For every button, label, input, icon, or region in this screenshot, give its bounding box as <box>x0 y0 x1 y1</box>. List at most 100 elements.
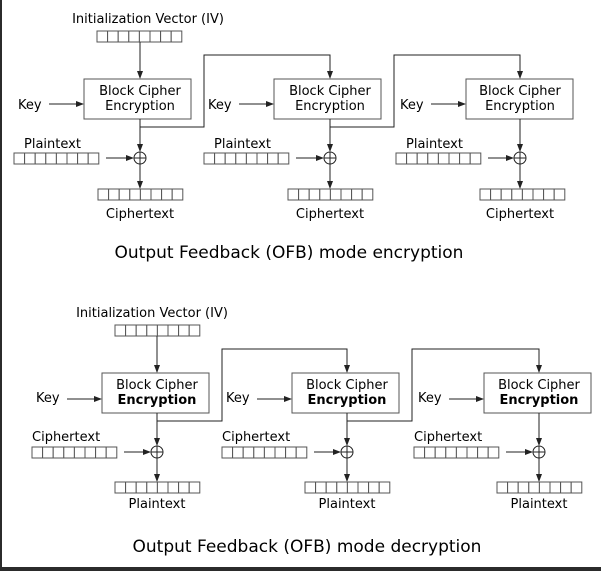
data-block-cell <box>160 30 172 43</box>
data-block-cell <box>167 481 180 494</box>
data-block-cell <box>256 152 269 165</box>
data-block-cell <box>319 188 331 201</box>
data-block-cell <box>55 152 68 165</box>
encryption-xor-2 <box>323 151 337 165</box>
data-block-cell <box>97 188 110 201</box>
decryption-xor-1 <box>150 445 164 459</box>
data-block-cell <box>378 481 391 494</box>
data-block-cell <box>84 446 97 459</box>
decryption-cipher-box-2 <box>291 372 400 414</box>
data-block-cell <box>549 481 562 494</box>
data-block-cell <box>24 152 36 165</box>
data-block-cell <box>346 481 359 494</box>
data-block-cell <box>45 152 57 165</box>
encryption-xor-1 <box>133 151 147 165</box>
data-block-cell <box>167 324 180 337</box>
encryption-output-block-3 <box>479 188 566 201</box>
encryption-input-block-1 <box>13 152 100 165</box>
data-block-cell <box>188 481 201 494</box>
data-block-cell <box>496 481 509 494</box>
data-block-cell <box>161 188 173 201</box>
decryption-feedback-line-1 <box>157 348 350 422</box>
data-block-cell <box>448 152 461 165</box>
data-block-cell <box>521 188 534 201</box>
encryption-input-label-3: Plaintext <box>406 137 463 152</box>
data-block-cell <box>114 324 127 337</box>
encryption-feedback-line-1 <box>140 54 333 128</box>
data-block-cell <box>308 188 321 201</box>
data-block-cell <box>277 152 290 165</box>
data-block-cell <box>150 188 163 201</box>
data-block-cell <box>118 188 131 201</box>
decryption-xor-2 <box>340 445 354 459</box>
data-block-cell <box>336 481 348 494</box>
data-block-cell <box>178 481 190 494</box>
encryption-output-block-1 <box>97 188 184 201</box>
encryption-output-block-2 <box>287 188 374 201</box>
data-block-cell <box>351 188 363 201</box>
data-block-cell <box>477 446 489 459</box>
decryption-output-label-2: Plaintext <box>319 497 376 512</box>
frame-left-edge <box>0 0 2 571</box>
data-block-cell <box>543 188 555 201</box>
data-block-cell <box>125 324 137 337</box>
data-block-cell <box>135 481 148 494</box>
decryption-input-block-3 <box>413 446 500 459</box>
data-block-cell <box>96 30 109 43</box>
encryption-input-label-2: Plaintext <box>214 137 271 152</box>
data-block-cell <box>570 481 583 494</box>
data-block-cell <box>479 188 492 201</box>
data-block-cell <box>267 152 279 165</box>
data-block-cell <box>235 152 247 165</box>
encryption-iv-block <box>96 30 183 43</box>
encryption-key-label-2: Key <box>208 98 232 113</box>
encryption-cipher-mode-3: Encryption <box>485 99 555 114</box>
data-block-cell <box>357 481 370 494</box>
data-block-cell <box>170 30 183 43</box>
data-block-cell <box>31 446 44 459</box>
data-block-cell <box>214 152 226 165</box>
data-block-cell <box>242 446 255 459</box>
encryption-key-label-1: Key <box>18 98 42 113</box>
data-block-cell <box>434 446 447 459</box>
decryption-input-label-2: Ciphertext <box>222 430 290 445</box>
data-block-cell <box>232 446 244 459</box>
data-block-cell <box>125 481 137 494</box>
decryption-xor-3 <box>532 445 546 459</box>
data-block-cell <box>171 188 184 201</box>
data-block-cell <box>139 188 152 201</box>
encryption-cipher-box-3 <box>465 78 574 120</box>
encryption-input-label-1: Plaintext <box>24 137 81 152</box>
data-block-cell <box>445 446 457 459</box>
data-block-cell <box>507 481 519 494</box>
data-block-cell <box>406 152 418 165</box>
data-block-cell <box>304 481 317 494</box>
encryption-cipher-label-2: Block Cipher <box>289 84 371 99</box>
data-block-cell <box>146 481 158 494</box>
data-block-cell <box>156 481 169 494</box>
encryption-output-label-3: Ciphertext <box>486 207 554 222</box>
data-block-cell <box>455 446 468 459</box>
data-block-cell <box>459 152 471 165</box>
data-block-cell <box>416 152 429 165</box>
data-block-cell <box>287 188 300 201</box>
data-block-cell <box>413 446 426 459</box>
encryption-cipher-mode-1: Encryption <box>105 99 175 114</box>
data-block-cell <box>52 446 65 459</box>
decryption-key-label-2: Key <box>226 391 250 406</box>
data-block-cell <box>178 324 190 337</box>
data-block-cell <box>329 188 342 201</box>
decryption-key-label-3: Key <box>418 391 442 406</box>
data-block-cell <box>424 446 436 459</box>
data-block-cell <box>560 481 572 494</box>
data-block-cell <box>437 152 450 165</box>
data-block-cell <box>532 188 545 201</box>
data-block-cell <box>466 446 479 459</box>
decryption-cipher-label-1: Block Cipher <box>116 378 198 393</box>
decryption-cipher-label-3: Block Cipher <box>498 378 580 393</box>
decryption-output-block-2 <box>304 481 391 494</box>
decryption-title: Output Feedback (OFB) mode decryption <box>133 537 482 557</box>
data-block-cell <box>340 188 353 201</box>
